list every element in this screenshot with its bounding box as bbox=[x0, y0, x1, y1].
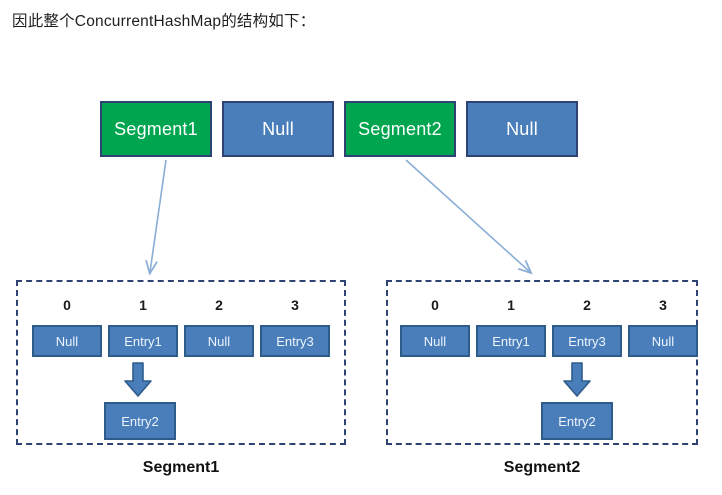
segment-array-cell-0: Segment1 bbox=[100, 101, 212, 157]
segment-array-cell-0-label: Segment1 bbox=[114, 118, 198, 139]
segment-2-index-2: 2 bbox=[583, 297, 591, 313]
segment-1-bucket-2: Null bbox=[184, 325, 254, 357]
segment-2-bucket-2-label: Entry3 bbox=[568, 333, 606, 349]
segment-1-bucket-0-label: Null bbox=[55, 333, 79, 349]
segment-2-index-1: 1 bbox=[507, 297, 515, 313]
segment-2-bucket-0-label: Null bbox=[423, 333, 447, 349]
segment-1-caption: Segment1 bbox=[142, 459, 220, 476]
connector-segment2-arrow bbox=[405, 159, 530, 272]
segment-1-bucket-3: Entry3 bbox=[260, 325, 330, 357]
segment-1-chain-down-arrow-icon bbox=[124, 362, 152, 397]
segment-array-row: Segment1 Null Segment2 Null bbox=[100, 101, 578, 157]
segment-1-bucket-0: Null bbox=[32, 325, 102, 357]
segment-1-bucket-2-label: Null bbox=[207, 333, 231, 349]
segment-1-bucket-1: Entry1 bbox=[108, 325, 178, 357]
connector-segment1-arrow bbox=[150, 159, 167, 272]
segment-container-1 bbox=[16, 280, 346, 445]
segment-1-bucket-1-label: Entry1 bbox=[124, 333, 162, 349]
segment-2-bucket-0: Null bbox=[400, 325, 470, 357]
segment-array-cell-1-label: Null bbox=[262, 118, 294, 139]
segment-1-index-1: 1 bbox=[139, 297, 147, 313]
segment-2-caption: Segment2 bbox=[503, 459, 581, 476]
segment-1-bucket-row: Null Entry1 Null Entry3 bbox=[32, 325, 330, 357]
segment-container-2 bbox=[386, 280, 698, 445]
segment-2-bucket-3-label: Null bbox=[651, 333, 675, 349]
segment-2-index-3: 3 bbox=[659, 297, 667, 313]
segment-2-bucket-2: Entry3 bbox=[552, 325, 622, 357]
segment-2-index-0: 0 bbox=[431, 297, 439, 313]
segment-2-chain-down-arrow-icon bbox=[563, 362, 591, 397]
segment-1-chain-node: Entry2 bbox=[104, 402, 176, 440]
segment-1-bucket-3-label: Entry3 bbox=[276, 333, 314, 349]
segment-1-index-3: 3 bbox=[291, 297, 299, 313]
segment-array-cell-3: Null bbox=[466, 101, 578, 157]
segment-array-cell-3-label: Null bbox=[506, 118, 538, 139]
segment-array-cell-2: Segment2 bbox=[344, 101, 456, 157]
segment-array-cell-1: Null bbox=[222, 101, 334, 157]
segment-array-cell-2-label: Segment2 bbox=[358, 118, 442, 139]
segment-2-bucket-1: Entry1 bbox=[476, 325, 546, 357]
segment-2-bucket-3: Null bbox=[628, 325, 698, 357]
segment-2-bucket-row: Null Entry1 Entry3 Null bbox=[400, 325, 698, 357]
page-title: 因此整个ConcurrentHashMap的结构如下： bbox=[12, 13, 316, 30]
segment-1-index-0: 0 bbox=[63, 297, 71, 313]
segment-2-index-row: 0 1 2 3 bbox=[400, 297, 698, 313]
segment-2-chain-node: Entry2 bbox=[541, 402, 613, 440]
segment-1-index-row: 0 1 2 3 bbox=[32, 297, 330, 313]
segment-2-bucket-1-label: Entry1 bbox=[492, 333, 530, 349]
segment-2-chain-node-label: Entry2 bbox=[558, 413, 596, 429]
segment-1-index-2: 2 bbox=[215, 297, 223, 313]
segment-1-chain-node-label: Entry2 bbox=[121, 413, 159, 429]
